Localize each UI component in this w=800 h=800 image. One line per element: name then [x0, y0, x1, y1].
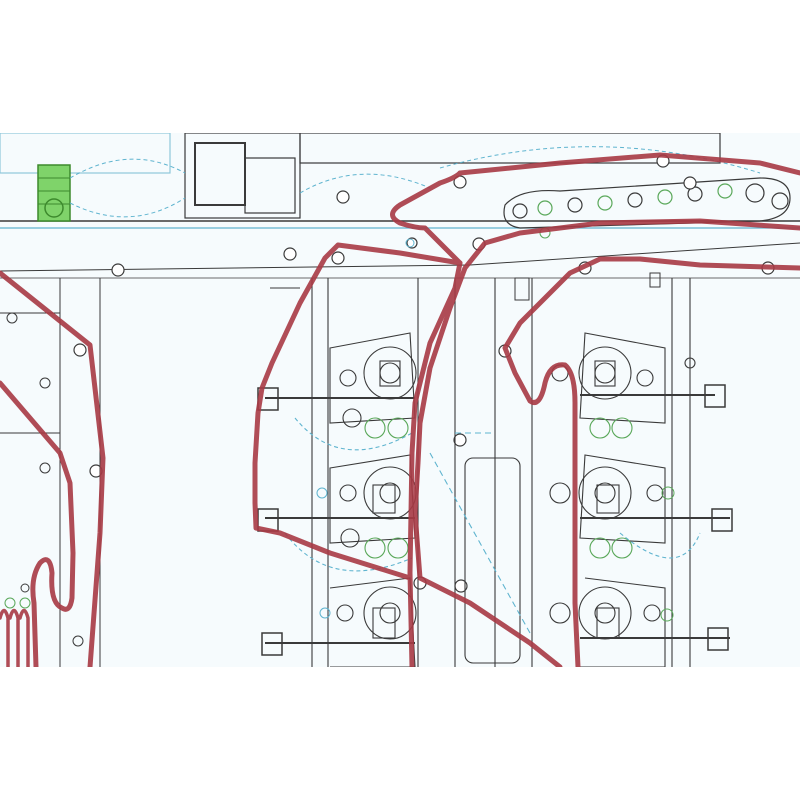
print-unit	[551, 332, 726, 439]
detail-marks	[270, 227, 675, 622]
print-unit	[549, 577, 730, 667]
web-path-upper-left-loop	[252, 242, 463, 581]
web-path	[0, 152, 800, 667]
web-path-left-loop	[0, 380, 76, 667]
print-units-left	[257, 332, 417, 667]
print-unit	[257, 332, 417, 451]
print-unit	[549, 454, 733, 559]
roller-conveyor	[503, 177, 791, 229]
schematic-scan	[0, 133, 800, 667]
print-units-right	[549, 332, 733, 667]
print-unit	[261, 577, 417, 667]
green-gearbox	[37, 164, 71, 222]
web-path-left	[0, 270, 106, 667]
schematic-drawing	[0, 133, 800, 667]
central-frame	[311, 278, 691, 667]
web-path-right	[502, 256, 800, 667]
web-path-upper	[390, 170, 463, 667]
web-path-mid	[412, 218, 800, 667]
left-frame	[0, 278, 101, 667]
web-path-top-loop	[457, 152, 800, 176]
web-path-left-coils	[0, 608, 30, 667]
